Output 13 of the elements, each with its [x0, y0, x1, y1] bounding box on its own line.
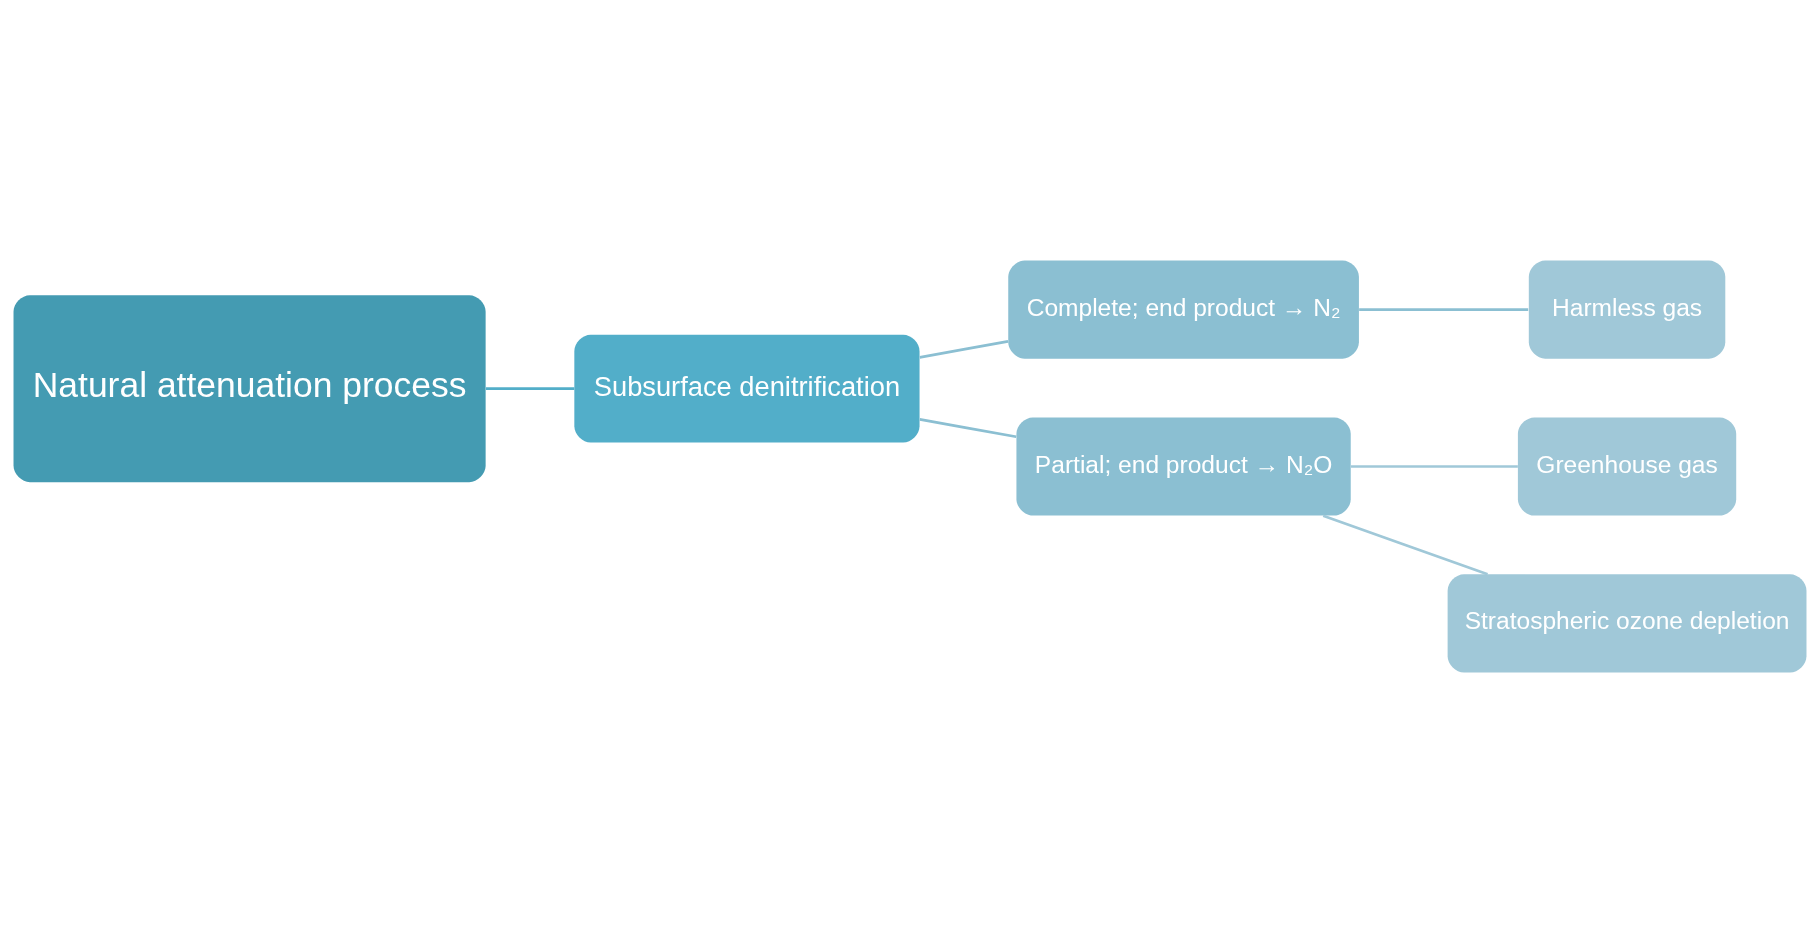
node-box: Natural attenuation process — [13, 295, 486, 483]
connector — [1350, 465, 1518, 468]
node-box: Complete; end product → N₂ — [1008, 260, 1359, 359]
connector — [1322, 514, 1488, 576]
connector — [485, 387, 575, 391]
node-box: Harmless gas — [1528, 260, 1726, 359]
node-box: Partial; end product → N₂O — [1016, 417, 1351, 516]
node-box: Greenhouse gas — [1517, 417, 1737, 516]
node-box: Stratospheric ozone depletion — [1447, 574, 1807, 673]
connector — [919, 418, 1017, 439]
node-box: Subsurface denitrification — [574, 334, 920, 443]
connector — [1359, 308, 1529, 311]
connector — [919, 340, 1009, 359]
